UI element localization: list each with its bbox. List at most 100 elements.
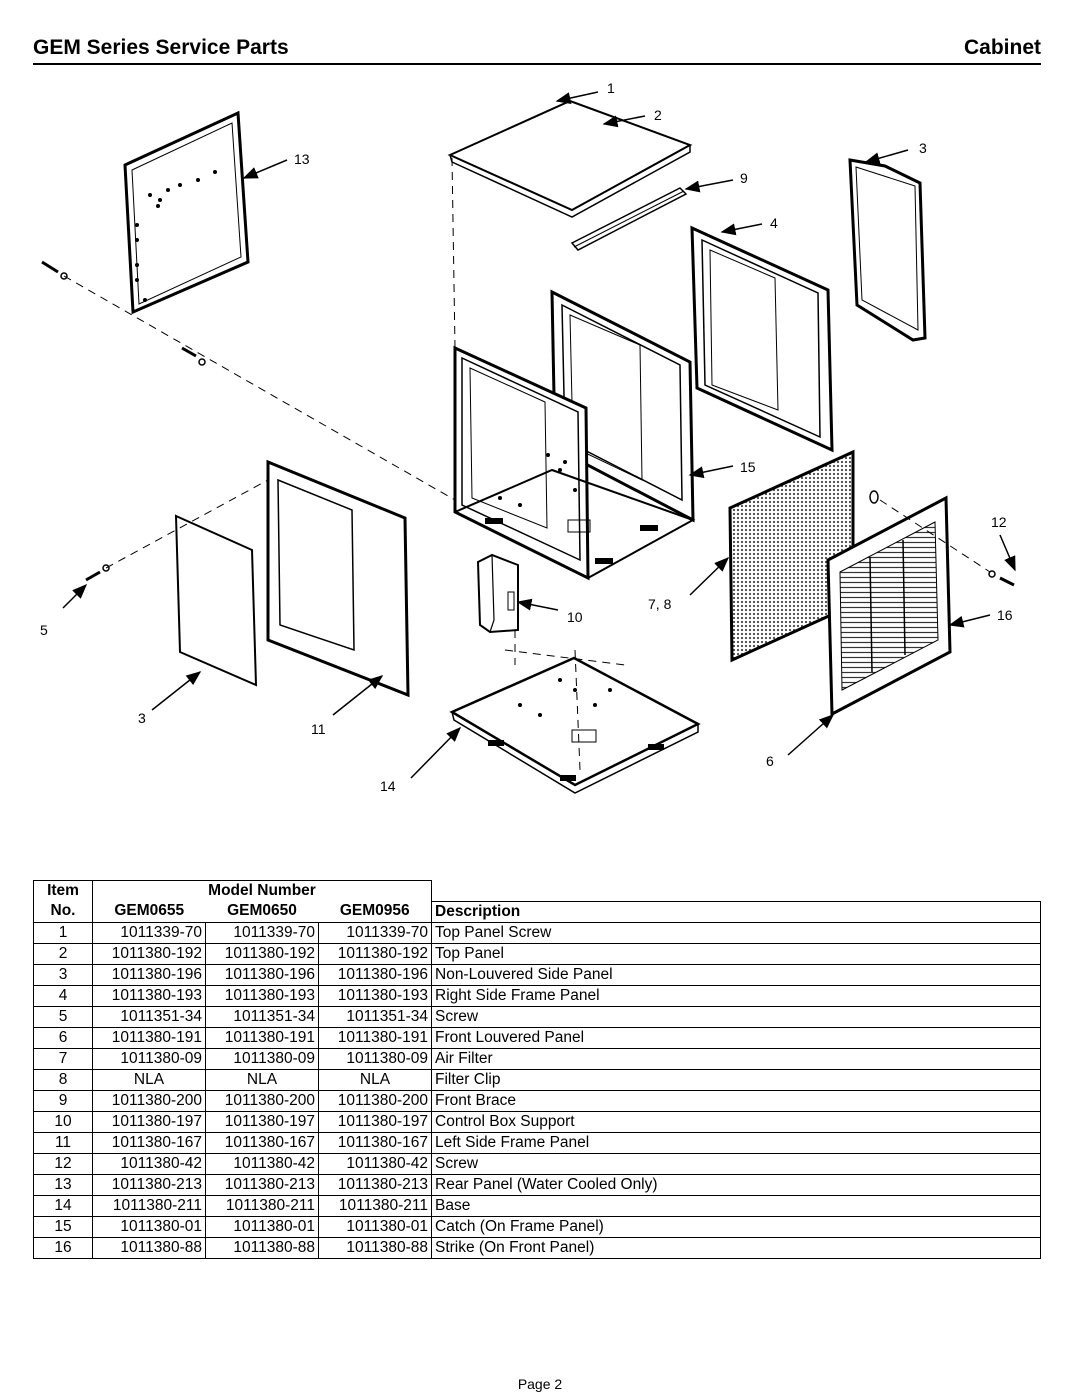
side-panel-left-drawing xyxy=(174,514,258,687)
description-cell: Screw xyxy=(431,1005,1041,1028)
left-frame-panel-drawing xyxy=(266,459,410,698)
description-header: Description xyxy=(431,900,1041,923)
part-number-cell: 1011380-197 xyxy=(205,1110,319,1133)
part-number-cell: 1011380-200 xyxy=(205,1089,319,1112)
assembly-lines xyxy=(63,157,991,771)
callout-3-left: 3 xyxy=(138,710,146,726)
item-cell: 14 xyxy=(33,1194,93,1217)
part-number-cell: 1011339-70 xyxy=(205,921,319,944)
side-panel-right-drawing xyxy=(848,158,927,342)
cabinet-box-drawing xyxy=(453,345,696,581)
description-cell: Top Panel xyxy=(431,942,1041,965)
description-cell: Strike (On Front Panel) xyxy=(431,1236,1041,1259)
model-header-3: GEM0956 xyxy=(318,901,432,923)
table-header-row-1: Item Model Number xyxy=(33,880,1041,901)
part-number-cell: 1011380-191 xyxy=(92,1026,206,1049)
callout-1: 1 xyxy=(607,80,615,96)
item-cell: 16 xyxy=(33,1236,93,1259)
part-number-cell: 1011380-193 xyxy=(92,984,206,1007)
item-cell: 8 xyxy=(33,1068,93,1091)
item-cell: 11 xyxy=(33,1131,93,1154)
part-number-cell: 1011380-211 xyxy=(205,1194,319,1217)
part-number-cell: 1011380-167 xyxy=(92,1131,206,1154)
part-number-cell: 1011380-213 xyxy=(205,1173,319,1196)
page-title: GEM Series Service Parts xyxy=(33,36,289,59)
right-frame-panel-drawing xyxy=(690,225,834,453)
no-header: No. xyxy=(33,901,93,923)
part-number-cell: 1011380-200 xyxy=(318,1089,432,1112)
callout-3-right: 3 xyxy=(919,140,927,156)
description-cell: Left Side Frame Panel xyxy=(431,1131,1041,1154)
part-number-cell: 1011380-191 xyxy=(318,1026,432,1049)
callout-4: 4 xyxy=(770,215,778,231)
description-cell: Base xyxy=(431,1194,1041,1217)
item-cell: 13 xyxy=(33,1173,93,1196)
description-cell: Screw xyxy=(431,1152,1041,1175)
part-number-cell: 1011380-01 xyxy=(205,1215,319,1238)
front-louvered-panel-drawing xyxy=(826,495,952,717)
item-cell: 12 xyxy=(33,1152,93,1175)
item-cell: 10 xyxy=(33,1110,93,1133)
part-number-cell: 1011380-193 xyxy=(318,984,432,1007)
model-header-1: GEM0655 xyxy=(92,901,206,923)
callout-2: 2 xyxy=(654,107,662,123)
part-number-cell: 1011380-42 xyxy=(205,1152,319,1175)
part-number-cell: 1011380-88 xyxy=(318,1236,432,1259)
part-number-cell: 1011380-200 xyxy=(92,1089,206,1112)
part-number-cell: NLA xyxy=(92,1068,206,1091)
callout-13: 13 xyxy=(294,151,310,167)
part-number-cell: 1011380-42 xyxy=(318,1152,432,1175)
page-number: Page 2 xyxy=(517,1376,563,1392)
callout-6: 6 xyxy=(766,753,774,769)
rear-panel-drawing xyxy=(123,110,250,315)
part-number-cell: 1011351-34 xyxy=(205,1005,319,1028)
part-number-cell: 1011351-34 xyxy=(318,1005,432,1028)
part-number-cell: 1011380-196 xyxy=(205,963,319,986)
description-cell: Filter Clip xyxy=(431,1068,1041,1091)
part-number-cell: 1011380-01 xyxy=(318,1215,432,1238)
base-drawing xyxy=(449,656,701,794)
part-number-cell: 1011380-211 xyxy=(318,1194,432,1217)
part-number-cell: 1011380-167 xyxy=(205,1131,319,1154)
model-number-header: Model Number xyxy=(92,880,432,901)
parts-table: Item Model Number No. GEM0655 GEM0650 GE… xyxy=(33,880,1041,1259)
item-cell: 3 xyxy=(33,963,93,986)
description-cell: Rear Panel (Water Cooled Only) xyxy=(431,1173,1041,1196)
description-cell: Front Louvered Panel xyxy=(431,1026,1041,1049)
part-number-cell: 1011380-192 xyxy=(205,942,319,965)
item-cell: 9 xyxy=(33,1089,93,1112)
part-number-cell: 1011380-213 xyxy=(318,1173,432,1196)
part-number-cell: 1011380-191 xyxy=(205,1026,319,1049)
callout-16: 16 xyxy=(997,607,1013,623)
callout-10: 10 xyxy=(567,609,583,625)
part-number-cell: 1011380-192 xyxy=(92,942,206,965)
part-number-cell: 1011339-70 xyxy=(92,921,206,944)
description-cell: Right Side Frame Panel xyxy=(431,984,1041,1007)
callout-leaders xyxy=(62,91,1016,779)
part-number-cell: 1011339-70 xyxy=(318,921,432,944)
part-number-cell: 1011380-01 xyxy=(92,1215,206,1238)
part-number-cell: 1011380-42 xyxy=(92,1152,206,1175)
item-cell: 6 xyxy=(33,1026,93,1049)
part-number-cell: 1011380-192 xyxy=(318,942,432,965)
part-number-cell: 1011380-196 xyxy=(92,963,206,986)
part-number-cell: 1011380-09 xyxy=(318,1047,432,1070)
item-cell: 7 xyxy=(33,1047,93,1070)
part-number-cell: 1011380-88 xyxy=(205,1236,319,1259)
part-number-cell: 1011380-197 xyxy=(318,1110,432,1133)
callout-9: 9 xyxy=(740,170,748,186)
